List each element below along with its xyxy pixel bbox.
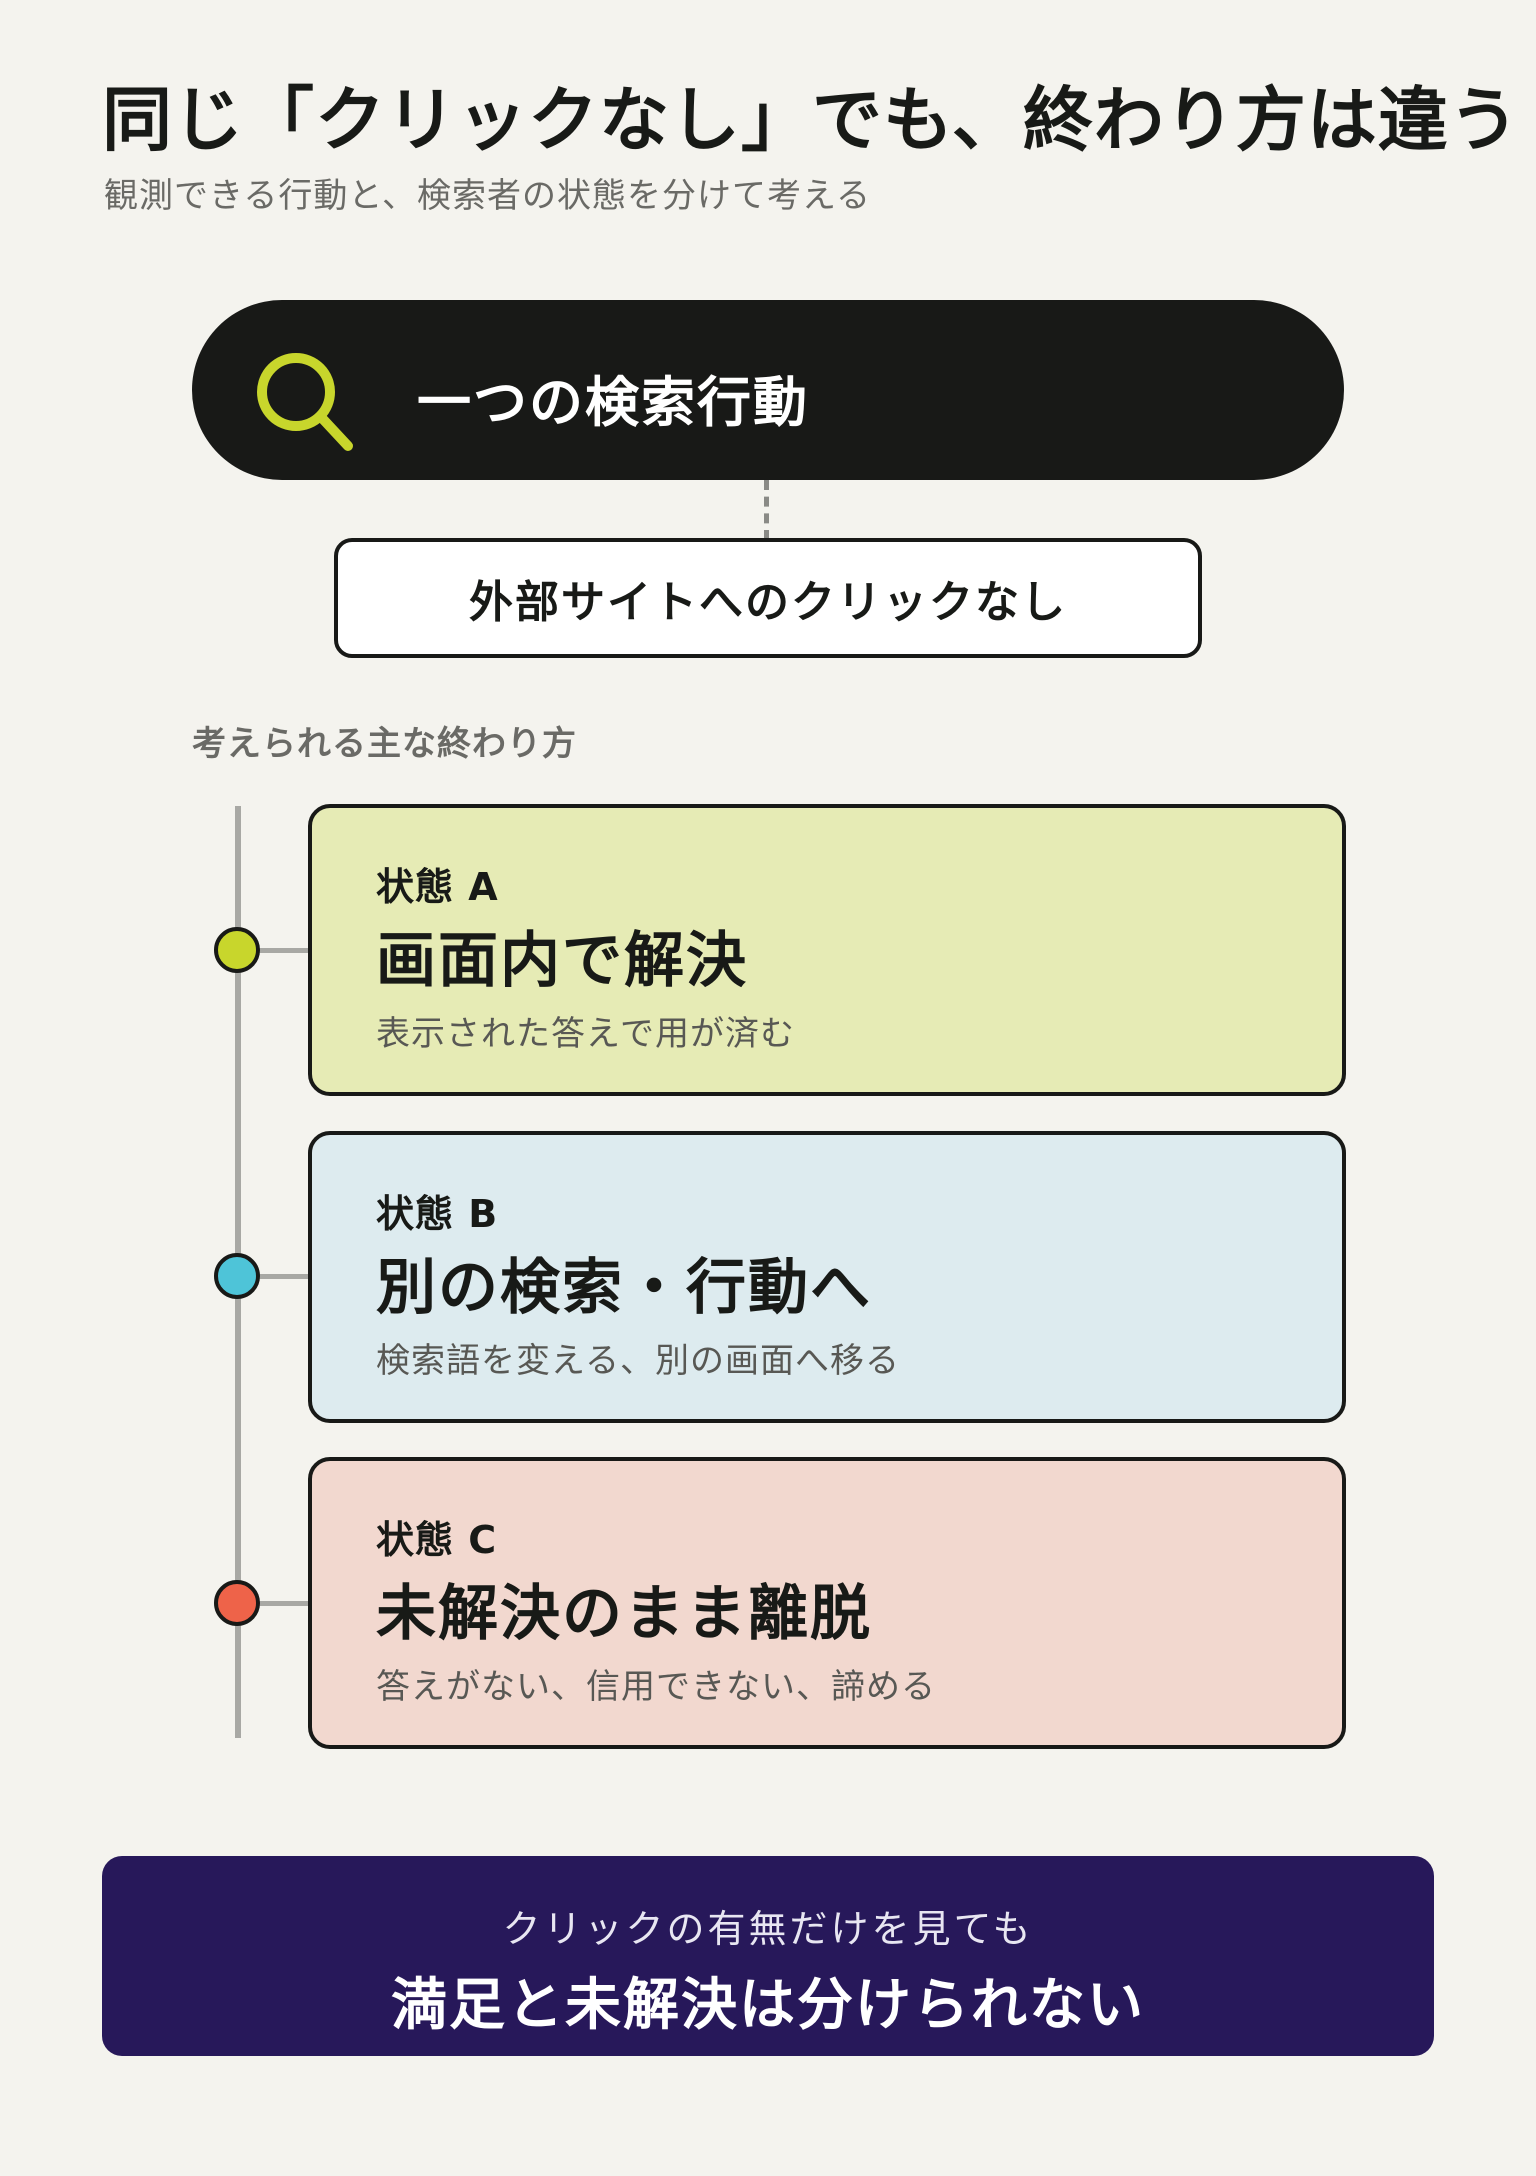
conclusion-subtext: クリックの有無だけを見ても xyxy=(502,1907,1034,1951)
page-title: 同じ「クリックなし」でも、終わり方は違う xyxy=(102,79,1520,161)
state-card-b: 状態 B 別の検索・行動へ 検索語を変える、別の画面へ移る xyxy=(308,1131,1346,1423)
node-dot-a xyxy=(214,927,260,973)
no-click-label: 外部サイトへのクリックなし xyxy=(469,577,1067,628)
node-dot-b xyxy=(214,1253,260,1299)
state-description: 表示された答えで用が済む xyxy=(376,1014,795,1054)
outcomes-section-label: 考えられる主な終わり方 xyxy=(192,724,577,764)
state-description: 検索語を変える、別の画面へ移る xyxy=(376,1341,900,1381)
search-action-label: 一つの検索行動 xyxy=(417,371,809,434)
conclusion-banner: クリックの有無だけを見ても 満足と未解決は分けられない xyxy=(102,1856,1434,2056)
node-stem-b xyxy=(238,1274,310,1279)
no-click-box: 外部サイトへのクリックなし xyxy=(334,538,1202,658)
state-description: 答えがない、信用できない、諦める xyxy=(376,1667,936,1707)
search-action-pill: 一つの検索行動 xyxy=(192,300,1344,480)
page-subtitle: 観測できる行動と、検索者の状態を分けて考える xyxy=(104,176,871,216)
search-icon xyxy=(257,353,353,451)
node-stem-a xyxy=(238,948,310,953)
state-heading: 別の検索・行動へ xyxy=(376,1253,872,1323)
state-heading: 画面内で解決 xyxy=(376,926,748,996)
state-tag: 状態 C xyxy=(376,1518,498,1562)
state-card-a: 状態 A 画面内で解決 表示された答えで用が済む xyxy=(308,804,1346,1096)
dashed-connector xyxy=(764,480,769,540)
state-tag: 状態 A xyxy=(376,865,499,909)
state-heading: 未解決のまま離脱 xyxy=(376,1579,872,1649)
node-dot-c xyxy=(214,1580,260,1626)
conclusion-main-text: 満足と未解決は分けられない xyxy=(391,1973,1145,2038)
state-tag: 状態 B xyxy=(376,1192,499,1236)
state-card-c: 状態 C 未解決のまま離脱 答えがない、信用できない、諦める xyxy=(308,1457,1346,1749)
node-stem-c xyxy=(238,1601,310,1606)
